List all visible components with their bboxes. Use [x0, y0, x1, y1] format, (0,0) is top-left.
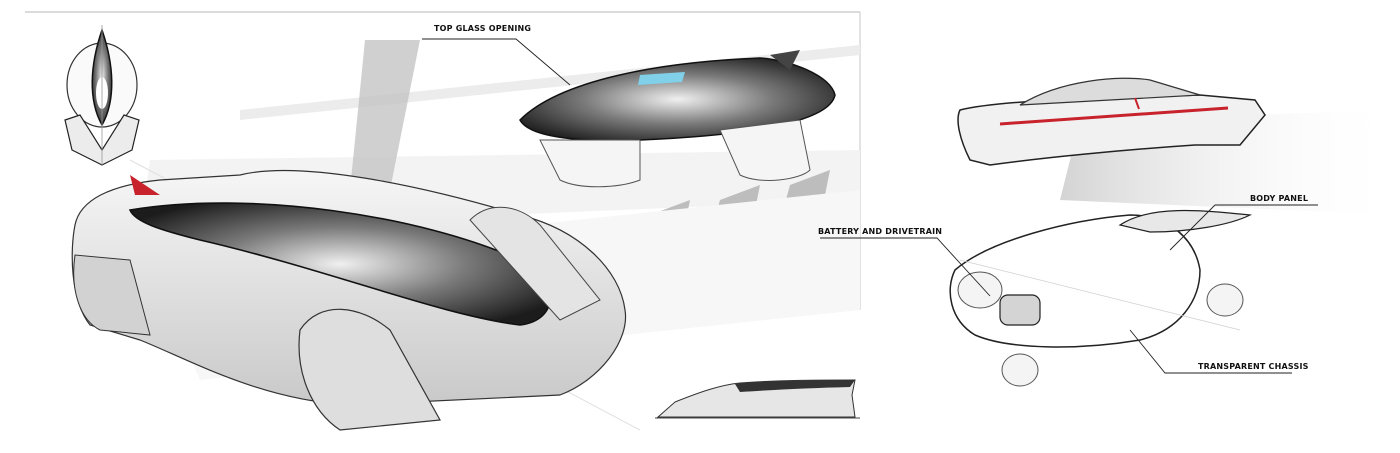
side-view-sketch [655, 379, 860, 419]
top-glass-opening-label: TOP GLASS OPENING [434, 24, 532, 33]
callout-leader-lines [422, 38, 1318, 374]
rear-view-sketch [957, 77, 1400, 215]
body-panel-label: BODY PANEL [1250, 194, 1309, 203]
top-perspective-sketch [519, 50, 836, 188]
battery-and-drivetrain-label: BATTERY AND DRIVETRAIN [818, 227, 943, 236]
chassis-view-sketch [949, 209, 1253, 387]
front-view-sketch [64, 25, 140, 166]
transparent-chassis-label: TRANSPARENT CHASSIS [1198, 362, 1309, 371]
hero-perspective-sketch [71, 169, 627, 431]
